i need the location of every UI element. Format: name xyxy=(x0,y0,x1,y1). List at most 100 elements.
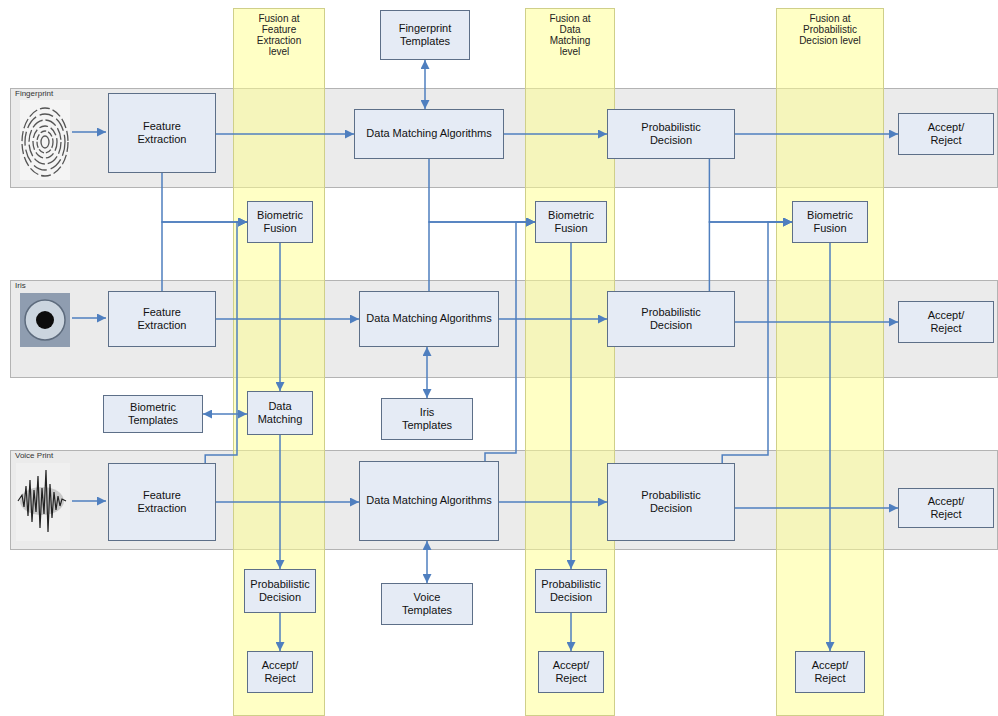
box-label: Biometric Templates xyxy=(108,401,198,427)
connector-arrow xyxy=(709,222,792,291)
connector-arrow xyxy=(279,435,281,569)
connector-arrow xyxy=(203,413,247,415)
connector-arrow xyxy=(279,613,281,651)
connector-arrow xyxy=(162,173,247,222)
process-box: Accept/ Reject xyxy=(538,651,604,693)
input-arrow xyxy=(72,500,106,502)
process-box: Accept/ Reject xyxy=(795,651,865,693)
fingerprint-ridges xyxy=(22,108,68,176)
process-box: Feature Extraction xyxy=(108,291,216,347)
process-box: Data Matching Algorithms xyxy=(359,461,499,541)
connector-arrow xyxy=(504,133,607,135)
input-arrow xyxy=(72,317,106,319)
box-label: Accept/ Reject xyxy=(252,659,308,685)
box-label: Probabilistic Decision xyxy=(638,489,704,515)
process-box: Iris Templates xyxy=(381,398,473,440)
process-box: Accept/ Reject xyxy=(898,301,994,343)
lane-label: Voice Print xyxy=(11,451,53,461)
box-label: Fingerprint Templates xyxy=(385,22,465,48)
connector-arrow xyxy=(499,318,607,320)
process-box: Probabilistic Decision xyxy=(535,569,607,613)
lane-label: Fingerprint xyxy=(11,89,53,99)
process-box: Fingerprint Templates xyxy=(380,10,470,60)
box-label: Data Matching xyxy=(252,400,308,426)
process-box: Data Matching Algorithms xyxy=(359,291,499,347)
fingerprint-ridge xyxy=(22,108,68,176)
process-box: Feature Extraction xyxy=(108,463,216,541)
process-box: Feature Extraction xyxy=(108,93,216,173)
process-box: Probabilistic Decision xyxy=(244,569,316,613)
process-box: Data Matching Algorithms xyxy=(354,109,504,159)
connector-arrow xyxy=(499,501,607,503)
voice-image xyxy=(16,463,70,541)
box-label: Accept/ Reject xyxy=(919,309,973,335)
lane-label: Iris xyxy=(11,281,26,291)
box-label: Feature Extraction xyxy=(131,120,193,146)
connector-arrow xyxy=(485,222,535,461)
box-label: Biometric Fusion xyxy=(540,209,602,235)
band-heading: Fusion at Probabilistic Decision level xyxy=(799,13,861,46)
fingerprint-image xyxy=(20,100,70,180)
connector-arrow xyxy=(709,159,792,222)
box-label: Probabilistic Decision xyxy=(638,306,704,332)
box-label: Accept/ Reject xyxy=(919,121,973,147)
process-box: Voice Templates xyxy=(381,583,473,625)
voice-waveform xyxy=(18,470,66,532)
fingerprint-ridge xyxy=(37,131,53,153)
process-box: Accept/ Reject xyxy=(898,488,994,528)
connector-arrow xyxy=(429,222,535,291)
band-heading: Fusion at Data Matching level xyxy=(539,13,601,57)
process-box: Biometric Fusion xyxy=(535,201,607,243)
box-label: Accept/ Reject xyxy=(800,659,860,685)
box-label: Biometric Fusion xyxy=(797,209,863,235)
connector-arrow xyxy=(162,222,247,291)
connector-arrow xyxy=(570,613,572,651)
box-label: Voice Templates xyxy=(400,591,454,617)
fingerprint-ridge xyxy=(29,120,61,164)
connector-arrow xyxy=(735,133,898,135)
connector-arrow xyxy=(426,347,428,398)
box-label: Accept/ Reject xyxy=(919,495,973,521)
box-label: Data Matching Algorithms xyxy=(359,127,499,140)
connector-arrow xyxy=(735,507,898,509)
box-label: Biometric Fusion xyxy=(252,209,308,235)
connector-arrow xyxy=(424,60,426,109)
fingerprint-ridge xyxy=(41,136,49,148)
box-label: Probabilistic Decision xyxy=(638,121,704,147)
fingerprint-ridge xyxy=(25,114,65,170)
box-label: Probabilistic Decision xyxy=(249,578,311,604)
fusion-level-band: Fusion at Feature Extraction levelBiomet… xyxy=(233,8,325,716)
process-box: Accept/ Reject xyxy=(898,113,994,155)
fingerprint-ridge xyxy=(33,126,57,158)
connector-arrow xyxy=(205,222,247,463)
connector-arrow xyxy=(829,243,831,651)
process-box: Data Matching xyxy=(247,391,313,435)
box-label: Data Matching Algorithms xyxy=(364,494,494,507)
process-box: Probabilistic Decision xyxy=(607,291,735,347)
connector-arrow xyxy=(426,541,428,583)
box-label: Feature Extraction xyxy=(131,306,193,332)
process-box: Accept/ Reject xyxy=(247,651,313,693)
process-box: Biometric Fusion xyxy=(247,201,313,243)
iris-ring xyxy=(25,300,65,340)
connector-arrow xyxy=(735,321,898,323)
box-label: Iris Templates xyxy=(400,406,454,432)
connector-arrow xyxy=(570,243,572,569)
connector-arrow xyxy=(722,222,792,463)
iris-image xyxy=(20,293,70,347)
box-label: Probabilistic Decision xyxy=(540,578,602,604)
process-box: Probabilistic Decision xyxy=(607,463,735,541)
connector-arrow xyxy=(216,501,359,503)
fusion-level-band: Fusion at Data Matching levelBiometric F… xyxy=(525,8,615,716)
box-label: Feature Extraction xyxy=(131,489,193,515)
connector-arrow xyxy=(429,159,535,222)
box-label: Data Matching Algorithms xyxy=(364,312,494,325)
process-box: Biometric Fusion xyxy=(792,201,868,243)
connector-arrow xyxy=(216,133,354,135)
iris-pupil xyxy=(36,311,54,329)
connector-arrow xyxy=(279,243,281,391)
process-box: Biometric Templates xyxy=(103,395,203,433)
band-heading: Fusion at Feature Extraction level xyxy=(248,13,310,57)
